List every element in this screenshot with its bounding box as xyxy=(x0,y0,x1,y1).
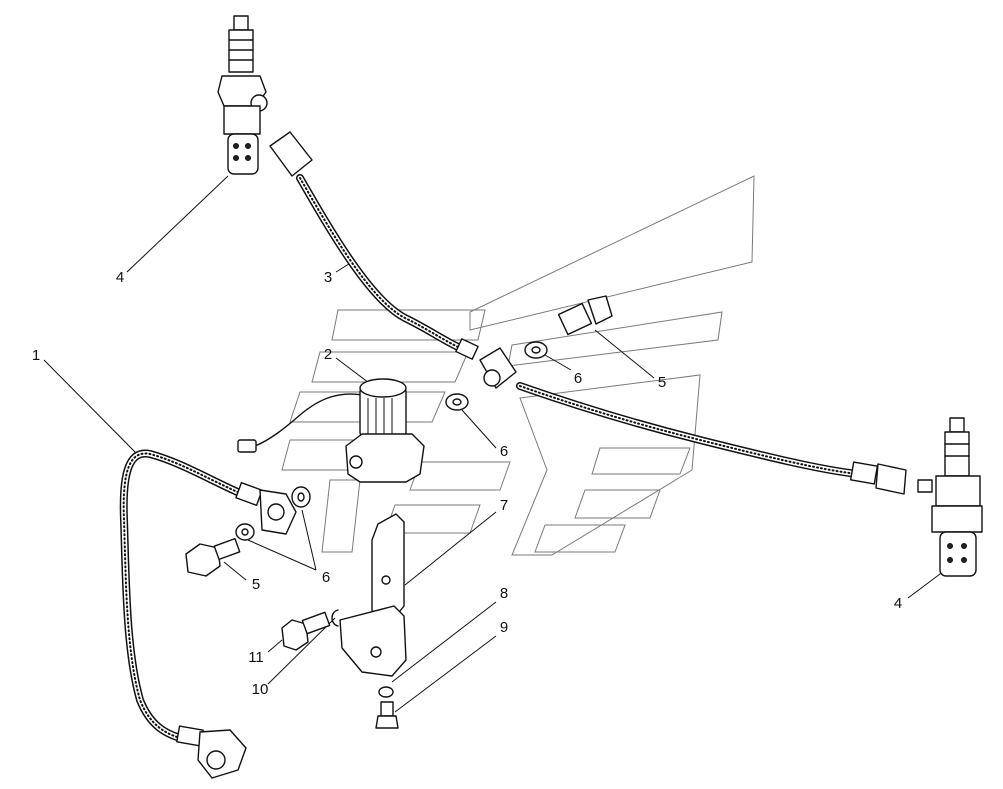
flame-glow-plug-right xyxy=(917,417,983,577)
flame-glow-plug-left xyxy=(217,15,268,175)
callout-4b: 4 xyxy=(893,595,903,612)
callout-5b: 5 xyxy=(657,374,667,391)
watermark-logo xyxy=(281,175,755,556)
bolt-11 xyxy=(281,611,331,651)
callout-9: 9 xyxy=(499,619,509,636)
fuel-pipe-upper xyxy=(269,131,907,495)
callout-4a: 4 xyxy=(115,269,125,286)
callout-6c: 6 xyxy=(321,569,331,586)
spring-washer-8 xyxy=(378,686,394,698)
solenoid-valve xyxy=(237,378,425,483)
spring-washer-10 xyxy=(331,609,339,627)
fuel-pipe-lower xyxy=(119,449,297,779)
callout-10: 10 xyxy=(251,681,269,698)
callout-6b: 6 xyxy=(499,443,509,460)
leader-lines xyxy=(43,175,949,713)
callout-5a: 5 xyxy=(251,576,261,593)
callout-2: 2 xyxy=(323,346,333,363)
small-bolt-9 xyxy=(375,701,399,729)
banjo-bolt-left xyxy=(185,537,241,577)
callout-1: 1 xyxy=(31,347,41,364)
sealing-washers xyxy=(235,341,548,541)
callout-8: 8 xyxy=(499,585,509,602)
callout-6a: 6 xyxy=(573,370,583,387)
callout-7: 7 xyxy=(499,497,509,514)
banjo-bolt-right xyxy=(557,295,613,336)
mounting-bracket xyxy=(339,513,407,677)
callout-11: 11 xyxy=(248,649,264,666)
callout-3: 3 xyxy=(323,269,333,286)
